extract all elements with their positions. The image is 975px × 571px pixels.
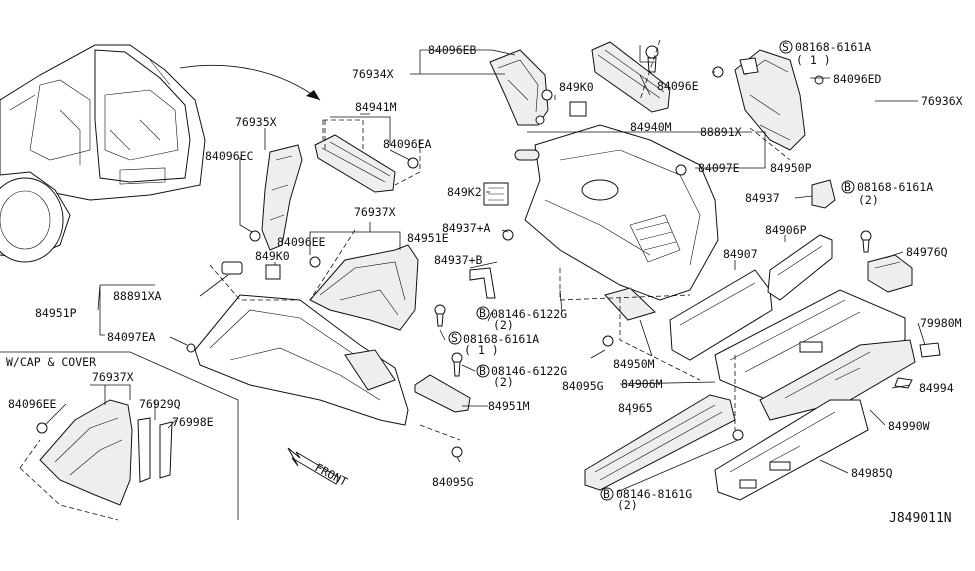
label-84096ed: 84096ED	[833, 72, 882, 86]
label-84096ec: 84096EC	[205, 149, 254, 163]
screw-symbol: S	[782, 40, 789, 54]
label-84907: 84907	[723, 247, 758, 261]
label-849k2: 849K2	[447, 185, 482, 199]
label-84096e: 84096E	[657, 79, 699, 93]
label-84976q: 84976Q	[906, 245, 948, 259]
label-76929q: 76929Q	[139, 397, 181, 411]
label-qty: (2)	[617, 498, 638, 512]
label-08168-6161a: 08168-6161A	[795, 40, 871, 54]
label-79980m: 79980M	[920, 316, 962, 330]
front-arrow	[287, 447, 341, 485]
fastener-symbols: S B B S B B	[448, 40, 855, 501]
label-84950p: 84950P	[770, 161, 812, 175]
label-84096ee: 84096EE	[277, 235, 326, 249]
label-84951e: 84951E	[407, 231, 449, 245]
part-84985q-mat	[714, 399, 869, 501]
label-84990w: 84990W	[888, 419, 930, 433]
label-qty: ( 1 )	[796, 53, 831, 67]
part-84907-board	[669, 269, 773, 361]
label-84985q: 84985Q	[851, 466, 893, 480]
part-76934x-trim	[489, 49, 553, 126]
part-84950p-side-panel	[469, 124, 719, 301]
label-88891xa: 88891XA	[113, 289, 162, 303]
bolt-symbol: B	[479, 306, 486, 320]
part-labels: 84096EB 76934X 849K0 84096E 84940M 08168…	[6, 40, 963, 526]
label-84096eb: 84096EB	[428, 43, 477, 57]
part-84906p-board	[767, 234, 833, 301]
dashed-guides	[209, 39, 791, 441]
label-849k0: 849K0	[559, 80, 594, 94]
label-84950m: 84950M	[613, 357, 655, 371]
inset-title: W/CAP & COVER	[6, 355, 96, 369]
screw-symbol: S	[451, 331, 458, 345]
bolt-symbol: B	[603, 487, 610, 501]
label-76936x: 76936X	[921, 94, 963, 108]
label-84937-b: 84937+B	[434, 253, 483, 267]
bolt-symbol: B	[479, 364, 486, 378]
part-76936x-trim	[712, 49, 824, 151]
label-84951m: 84951M	[488, 399, 530, 413]
diagram-code: J849011N	[889, 511, 952, 526]
label-849k0: 849K0	[255, 249, 290, 263]
part-84951p-side-panel	[186, 261, 409, 426]
label-08146-6122g: 08146-6122G	[491, 307, 567, 321]
inset-cap-cover	[0, 351, 239, 521]
label-08146-6122g: 08146-6122G	[491, 364, 567, 378]
label-84096ea: 84096EA	[383, 137, 432, 151]
label-qty: (2)	[493, 318, 514, 332]
label-84940m: 84940M	[630, 120, 672, 134]
bolt-symbol: B	[844, 180, 851, 194]
label-84941m: 84941M	[355, 100, 397, 114]
part-84950m-bracket	[602, 287, 656, 347]
label-76937x: 76937X	[92, 370, 134, 384]
label-08146-8161g: 08146-8161G	[616, 487, 692, 501]
label-76937x: 76937X	[354, 205, 396, 219]
part-76937x-inner-panel	[309, 244, 446, 331]
label-84951p: 84951P	[35, 306, 77, 320]
part-84976q-box	[867, 254, 913, 293]
label-84937-a: 84937+A	[442, 221, 491, 235]
label-qty: (2)	[493, 375, 514, 389]
label-76934x: 76934X	[352, 67, 394, 81]
label-84095g: 84095G	[432, 475, 474, 489]
leader-lines	[44, 45, 926, 493]
label-84097e: 84097E	[698, 161, 740, 175]
label-qty: (2)	[858, 193, 879, 207]
label-08168-6161a: 08168-6161A	[857, 180, 933, 194]
front-label: FRONT	[313, 460, 350, 489]
part-84951m-step	[414, 352, 471, 458]
part-76935x-pillar	[249, 144, 303, 251]
label-84937: 84937	[745, 191, 780, 205]
label-84906p: 84906P	[765, 223, 807, 237]
label-84095g: 84095G	[562, 379, 604, 393]
label-76935x: 76935X	[235, 115, 277, 129]
label-84994: 84994	[919, 381, 954, 395]
label-qty: ( 1 )	[464, 343, 499, 357]
part-84937-bracket	[811, 179, 872, 253]
label-76998e: 76998E	[172, 415, 214, 429]
part-84941m-rail	[314, 119, 419, 193]
vehicle-rear-illustration	[0, 44, 321, 263]
label-84096ee: 84096EE	[8, 397, 57, 411]
label-08168-6161a: 08168-6161A	[463, 332, 539, 346]
part-84940m-rail	[569, 41, 671, 117]
label-88891x: 88891X	[700, 125, 742, 139]
label-84965: 84965	[618, 401, 653, 415]
label-84097ea: 84097EA	[107, 330, 156, 344]
label-84906m: 84906M	[621, 377, 663, 391]
